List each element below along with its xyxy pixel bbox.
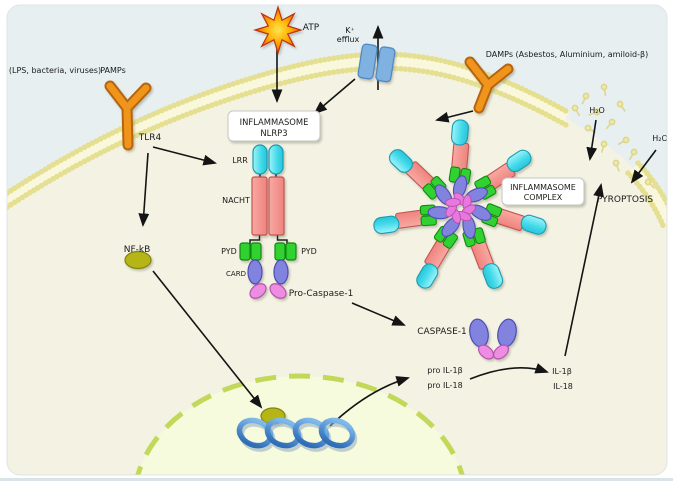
- nacht-domain: [251, 176, 268, 236]
- damps-receptor-icon: [464, 56, 514, 114]
- tlr4-receptor-icon: [104, 80, 152, 151]
- card-label: CARD: [226, 270, 246, 278]
- pro-il1b-label: pro IL-1β: [427, 366, 462, 375]
- lrr-label: LRR: [232, 156, 248, 165]
- arrow-nfkb-to-nucleus: [152, 270, 263, 409]
- atp-star-icon: [252, 5, 304, 56]
- card-domain: [247, 259, 263, 285]
- lrr-domain: [252, 144, 268, 175]
- arrow-h2o-left-influx: [586, 119, 598, 162]
- arrow-il-to-pyroptosis: [564, 183, 604, 357]
- lrr-domain: [268, 144, 284, 175]
- pyd-right-label: PYD: [301, 247, 317, 256]
- damps-label: DAMPs (Asbestos, Aluminium, amiloid-β): [486, 50, 648, 59]
- arrow-tlr4-to-lrr: [152, 146, 217, 166]
- pro-caspase1-domain: [269, 283, 287, 299]
- pyd-domain: [285, 242, 297, 261]
- pyd-domain: [239, 242, 251, 261]
- pyroptosis-label: PYROPTOSIS: [597, 195, 653, 205]
- complex-box-line1: INFLAMMASOME: [510, 183, 576, 192]
- nucleus: [131, 373, 469, 475]
- nacht-label: NACHT: [222, 196, 250, 205]
- h2o-left-label: H₂O: [589, 106, 605, 115]
- nlrp3-box-line2: NLRP3: [260, 128, 287, 138]
- k-efflux-label-line1: K⁺: [345, 26, 354, 35]
- complex-box-line2: COMPLEX: [524, 193, 563, 202]
- arrow-tlr4-to-nfkb: [138, 152, 150, 228]
- nlrp3-monomer: [239, 144, 297, 299]
- lps-label: (LPS, bacteria, viruses): [9, 66, 101, 75]
- inflammasome-complex-pinwheel: [370, 119, 550, 294]
- membrane-rupture-fragments: [571, 83, 655, 189]
- pro-caspase1-domain: [249, 283, 267, 299]
- page-bottom-edge: [0, 478, 673, 481]
- nacht-domain: [268, 176, 285, 236]
- arrow-channel-to-nlrp3: [313, 78, 356, 115]
- il18-label: IL-18: [553, 382, 573, 391]
- k-efflux-label-line2: efflux: [337, 35, 360, 44]
- card-domain: [273, 259, 289, 285]
- nlrp3-box-line1: INFLAMMASOME: [240, 117, 309, 127]
- complex-label-box: [501, 177, 585, 206]
- arrow-procaspase-to-caspase1: [351, 302, 406, 326]
- nlrp3-label-box: [227, 110, 321, 142]
- arrow-h2o-right-influx: [630, 149, 657, 184]
- arrow-proil-to-il: [469, 363, 549, 380]
- il1b-label: IL-1β: [552, 367, 572, 376]
- pro-il18-label: pro IL-18: [427, 381, 462, 390]
- h2o-right-label: H₂O: [652, 134, 668, 143]
- pyd-domain: [274, 242, 286, 261]
- potassium-channel-icon: [357, 43, 396, 83]
- nfkb-label: NF-kB: [124, 245, 151, 255]
- pyd-left-label: PYD: [221, 247, 237, 256]
- pro-caspase1-label: Pro-Caspase-1: [289, 289, 354, 299]
- pamps-label: PAMPs: [100, 66, 126, 75]
- pathway-arrows: [138, 24, 657, 427]
- caspase1-protein-icon: [469, 318, 517, 360]
- tlr4-label: TLR4: [138, 133, 162, 143]
- pyd-domain: [250, 242, 262, 261]
- nfkb-protein-icon: [124, 250, 152, 270]
- dna-helix-icon: [236, 417, 358, 452]
- atp-label: ATP: [303, 23, 320, 33]
- caspase1-label: CASPASE-1: [417, 327, 467, 337]
- arrow-damps-to-complex: [435, 110, 474, 123]
- card-border: [6, 4, 668, 476]
